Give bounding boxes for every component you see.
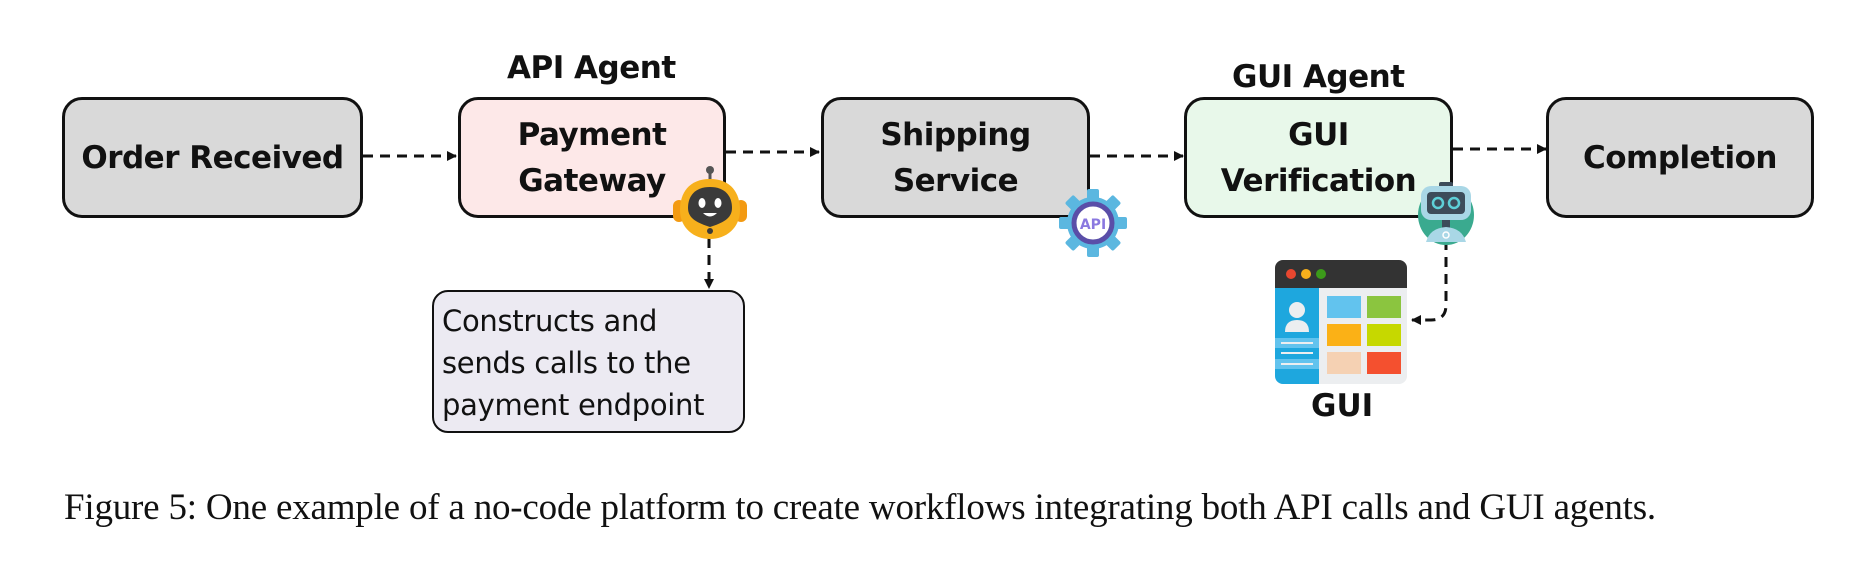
node-gui-verification: GUI Verification: [1184, 97, 1453, 218]
figure-caption: Figure 5: One example of a no-code platf…: [64, 487, 1656, 528]
node-label: Completion: [1582, 139, 1778, 176]
api-agent-label: API Agent: [507, 50, 676, 86]
robot-icon: [673, 166, 747, 239]
api-badge-text: API: [1080, 217, 1106, 233]
node-label: Order Received: [81, 139, 344, 176]
node-label-line-1: Payment: [517, 116, 667, 153]
node-completion: Completion: [1546, 97, 1814, 218]
node-label-line-2: Gateway: [518, 162, 666, 199]
note-line-3: payment endpoint: [442, 388, 705, 422]
note-api-description: Constructs and sends calls to the paymen…: [432, 290, 745, 433]
node-payment-gateway: Payment Gateway: [458, 97, 726, 218]
note-line-2: sends calls to the: [442, 346, 691, 380]
node-order-received: Order Received: [62, 97, 363, 218]
api-gear-icon: API: [1059, 189, 1127, 257]
app-window-icon: [1275, 260, 1407, 384]
node-label-line-1: GUI: [1288, 116, 1349, 153]
node-label-line-1: Shipping: [880, 116, 1031, 153]
node-label-line-2: Service: [892, 162, 1019, 199]
edge-gui-agent-to-gui-icon: [1411, 240, 1448, 325]
node-shipping-service: Shipping Service: [821, 97, 1090, 218]
gui-icon-label: GUI: [1311, 388, 1374, 424]
note-line-1: Constructs and: [442, 304, 658, 338]
node-label-line-2: Verification: [1220, 162, 1417, 199]
gui-agent-label: GUI Agent: [1232, 59, 1405, 95]
gui-robot-icon: [1418, 182, 1474, 245]
